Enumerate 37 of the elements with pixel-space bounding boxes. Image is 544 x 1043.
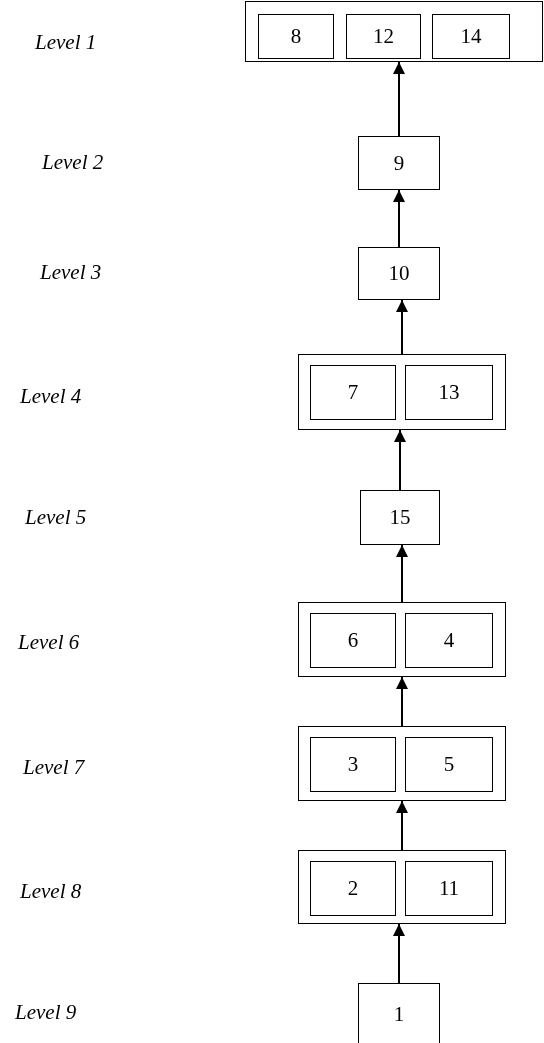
level-label: Level 5 — [25, 507, 87, 528]
arrow — [393, 189, 405, 248]
number-box: 7 — [310, 365, 396, 420]
number-box: 13 — [405, 365, 493, 420]
number-box: 11 — [405, 861, 493, 916]
arrow — [394, 429, 406, 491]
level-label: Level 8 — [20, 881, 82, 902]
number-box: 2 — [310, 861, 396, 916]
number-box: 5 — [405, 737, 493, 792]
group-box — [298, 602, 506, 677]
level-label: Level 3 — [40, 262, 102, 283]
number-box: 12 — [346, 14, 421, 59]
number-box: 15 — [360, 490, 440, 545]
number-box: 1 — [358, 983, 440, 1043]
arrow — [396, 544, 408, 603]
number-box: 6 — [310, 613, 396, 668]
number-box: 14 — [432, 14, 510, 59]
arrow — [396, 299, 408, 355]
number-box: 9 — [358, 136, 440, 190]
level-label: Level 4 — [20, 386, 82, 407]
level-label: Level 9 — [15, 1002, 77, 1023]
number-box: 4 — [405, 613, 493, 668]
arrow — [396, 676, 408, 727]
number-box: 3 — [310, 737, 396, 792]
arrow — [393, 923, 405, 984]
arrow — [396, 800, 408, 851]
level-label: Level 7 — [23, 757, 85, 778]
number-box: 10 — [358, 247, 440, 300]
group-box — [245, 1, 543, 62]
group-box — [298, 850, 506, 924]
level-label: Level 1 — [35, 32, 97, 53]
level-label: Level 2 — [42, 152, 104, 173]
arrow — [393, 61, 405, 137]
level-label: Level 6 — [18, 632, 80, 653]
group-box — [298, 726, 506, 801]
group-box — [298, 354, 506, 430]
number-box: 8 — [258, 14, 334, 59]
